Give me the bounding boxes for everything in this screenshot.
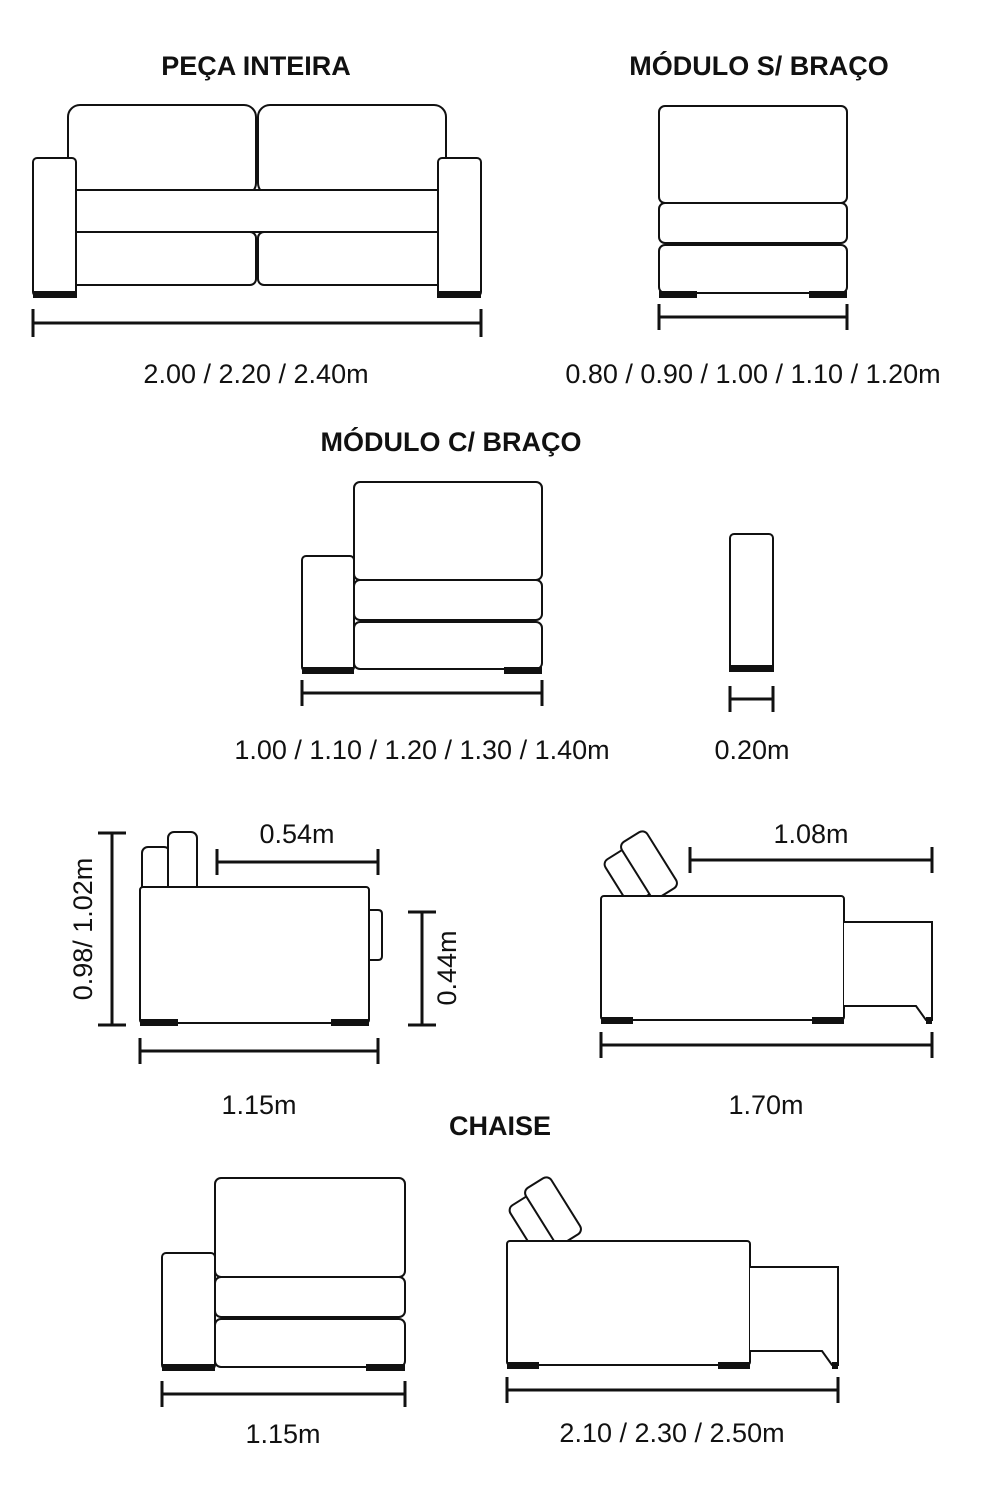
title-modulo-com-braco: MÓDULO C/ BRAÇO <box>321 426 582 457</box>
sofa-side-reclined <box>600 830 933 1024</box>
dimension-line-modulo-com-braco <box>300 680 544 706</box>
dimension-line-recline-top <box>688 847 934 873</box>
chaise-front <box>161 1177 406 1371</box>
dim-seat-height: 0.44m <box>432 930 462 1005</box>
arm-piece-front <box>729 533 774 672</box>
dimension-line-peca-inteira <box>31 309 483 337</box>
sofa-side-view <box>139 831 383 1026</box>
module-with-arm-front <box>301 481 543 674</box>
dimension-line-seat-height <box>408 910 436 1027</box>
sofa-full-front <box>32 104 482 298</box>
chaise-side-reclined <box>506 1176 839 1369</box>
dim-side-depth: 1.15m <box>221 1090 296 1120</box>
title-modulo-sem-braco: MÓDULO S/ BRAÇO <box>629 50 889 81</box>
dim-side-top-depth: 0.54m <box>259 819 334 849</box>
dimension-line-side-height <box>98 831 126 1027</box>
title-peca-inteira: PEÇA INTEIRA <box>161 51 351 81</box>
dim-recline-top-depth: 1.08m <box>773 819 848 849</box>
title-chaise: CHAISE <box>449 1111 551 1141</box>
dimension-line-modulo-sem-braco <box>657 304 849 330</box>
dim-modulo-com-braco: 1.00 / 1.10 / 1.20 / 1.30 / 1.40m <box>234 735 609 765</box>
dimension-line-side-depth <box>138 1038 380 1064</box>
dimension-line-chaise-length <box>505 1377 840 1403</box>
dim-chaise-length: 2.10 / 2.30 / 2.50m <box>559 1418 784 1448</box>
dim-modulo-sem-braco: 0.80 / 0.90 / 1.00 / 1.10 / 1.20m <box>565 359 940 389</box>
dimension-line-chaise-width <box>160 1381 407 1407</box>
dim-side-height: 0.98/ 1.02m <box>68 858 98 1001</box>
module-no-arm-front <box>658 105 848 298</box>
dim-recline-depth: 1.70m <box>728 1090 803 1120</box>
dimension-line-side-top <box>215 849 380 875</box>
dimension-line-arm <box>728 686 775 712</box>
dimension-line-recline-depth <box>599 1032 934 1058</box>
dim-chaise-width: 1.15m <box>245 1419 320 1449</box>
dim-peca-inteira: 2.00 / 2.20 / 2.40m <box>143 359 368 389</box>
dim-arm: 0.20m <box>714 735 789 765</box>
